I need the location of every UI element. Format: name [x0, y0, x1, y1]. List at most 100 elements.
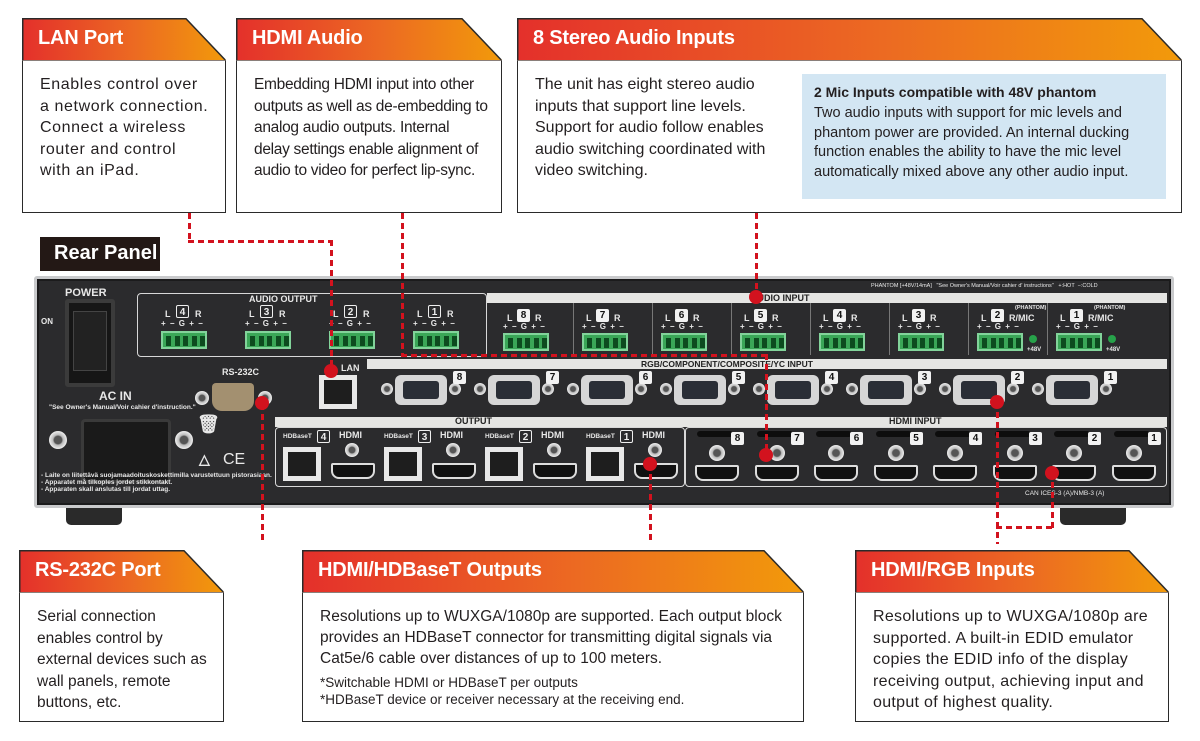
hdbaset-port[interactable]	[586, 447, 624, 481]
output-section	[275, 427, 685, 487]
channel-number: 7	[546, 371, 559, 384]
mic-inputs-info-box: 2 Mic Inputs compatible with 48V phantom…	[802, 74, 1166, 199]
terminal-pin	[542, 338, 547, 348]
hdmi-input-port[interactable]	[754, 465, 799, 481]
screw-icon	[567, 383, 579, 395]
rs232c-marker-dot	[255, 396, 269, 410]
terminal-pin	[911, 338, 917, 348]
rear-panel-label: Rear Panel	[40, 237, 160, 271]
callout-text: Resolutions up to WUXGA/1080p are suppor…	[320, 608, 782, 667]
channel-number: 8	[453, 371, 466, 384]
vga-input-port[interactable]	[674, 375, 726, 405]
vga-input-port[interactable]	[767, 375, 819, 405]
vga-input-port[interactable]	[953, 375, 1005, 405]
channel-lr-left: L	[333, 309, 339, 319]
connector-line-hdmi-audio	[765, 354, 768, 454]
hdbaset-label: HDBaseT	[384, 433, 413, 440]
hdmi-input-port[interactable]	[1111, 465, 1156, 481]
callout-body	[302, 592, 804, 722]
terminal-pin	[1061, 338, 1066, 348]
hdmi-input-section	[685, 427, 1167, 487]
callout-text: Embedding HDMI input into other outputs …	[254, 76, 488, 179]
power-switch[interactable]	[65, 299, 115, 387]
port-opening	[490, 452, 518, 476]
audio-terminal-block[interactable]	[503, 333, 549, 351]
screw-icon	[1006, 445, 1023, 461]
screw-icon	[947, 445, 963, 461]
audio-terminal-block[interactable]	[661, 333, 707, 351]
vga-input-port[interactable]	[581, 375, 633, 405]
audio-terminal-block[interactable]	[329, 331, 375, 349]
power-rocker[interactable]	[73, 311, 107, 371]
hdmi-input-port[interactable]	[814, 465, 858, 481]
indicator-slot	[875, 431, 912, 437]
terminal-pin	[745, 338, 750, 348]
channel-number: 2	[991, 309, 1004, 322]
channel-number: 5	[909, 432, 923, 445]
lan-port[interactable]	[319, 375, 357, 409]
device-foot-left	[66, 505, 122, 525]
hdmi-input-port[interactable]	[992, 465, 1037, 481]
vga-input-port[interactable]	[860, 375, 912, 405]
terminal-pin	[166, 336, 171, 346]
vga-pins	[403, 381, 439, 399]
hdbaset-port[interactable]	[283, 447, 321, 481]
phantom-led	[1108, 335, 1116, 343]
connector-line-inputs	[996, 526, 1054, 529]
phantom-led	[1029, 335, 1037, 343]
audio-terminal-block[interactable]	[245, 331, 291, 349]
audio-terminal-block[interactable]	[413, 331, 459, 349]
channel-number: 1	[1070, 309, 1083, 322]
phantom-48v-label: +48V	[1027, 347, 1042, 353]
terminal-pin-labels: + − G + −	[503, 322, 546, 331]
audio-terminal-block[interactable]	[161, 331, 207, 349]
screw-icon	[345, 443, 359, 457]
terminal-pin	[612, 338, 618, 348]
hdmi-output-port[interactable]	[331, 463, 375, 479]
channel-number: 6	[675, 309, 688, 322]
stereo-marker-dot	[749, 290, 763, 304]
channel-number: 2	[1011, 371, 1024, 384]
audio-terminal-block[interactable]	[582, 333, 628, 351]
ac-power-inlet[interactable]	[81, 419, 171, 483]
hdbaset-label: HDBaseT	[586, 433, 615, 440]
hdmi-audio-marker-dot	[759, 448, 773, 462]
channel-lr-left: L	[507, 313, 513, 323]
terminal-pin	[452, 336, 457, 346]
on-label: ON	[41, 317, 53, 326]
terminal-pin	[1095, 338, 1100, 348]
terminal-pin	[691, 338, 697, 348]
vga-input-port[interactable]	[1046, 375, 1098, 405]
terminal-pin	[359, 336, 365, 346]
audio-terminal-block[interactable]	[1056, 333, 1102, 351]
audio-terminal-block[interactable]	[977, 333, 1023, 351]
audio-terminal-block[interactable]	[898, 333, 944, 351]
connector-line-lan	[188, 240, 333, 243]
terminal-pin-labels: + − G + −	[819, 322, 862, 331]
audio-terminal-block[interactable]	[819, 333, 865, 351]
hdmi-output-port[interactable]	[533, 463, 577, 479]
hdbaset-port[interactable]	[384, 447, 422, 481]
terminal-pin	[334, 336, 339, 346]
rs232c-connector[interactable]	[212, 383, 254, 411]
vga-pins	[589, 381, 625, 399]
vga-input-port[interactable]	[395, 375, 447, 405]
vga-input-port[interactable]	[488, 375, 540, 405]
callout-hdmi-hdbaset-outputs: HDMI/HDBaseT Outputs Resolutions up to W…	[302, 550, 804, 722]
terminal-pin	[342, 336, 348, 346]
screw-icon	[547, 443, 561, 457]
terminal-pin-labels: + − G + −	[661, 322, 704, 331]
hdmi-input-port[interactable]	[873, 465, 918, 481]
terminal-pin	[250, 336, 255, 346]
phantom-tag: (PHANTOM)	[1094, 305, 1126, 311]
channel-number: 4	[317, 430, 330, 443]
terminal-pin	[418, 336, 423, 346]
hdmi-input-port[interactable]	[695, 465, 739, 481]
channel-lr-right: R	[614, 313, 621, 323]
hdbaset-port[interactable]	[485, 447, 523, 481]
audio-terminal-block[interactable]	[740, 333, 786, 351]
terminal-pin	[990, 338, 996, 348]
hdmi-input-port[interactable]	[933, 465, 977, 481]
hdmi-output-port[interactable]	[432, 463, 476, 479]
hdmi-label: HDMI	[440, 430, 463, 440]
